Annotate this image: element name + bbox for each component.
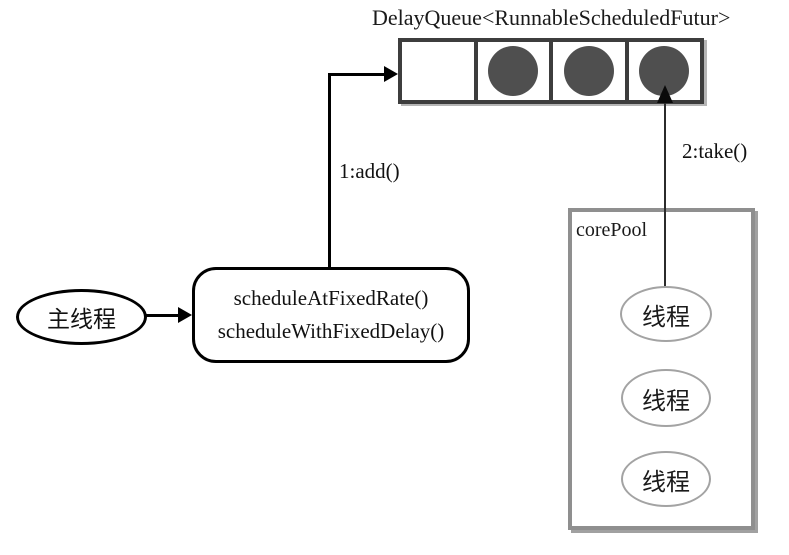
delay-queue: [398, 38, 704, 104]
thread-ellipse: 线程: [620, 286, 712, 342]
main-thread-ellipse: 主线程: [16, 289, 147, 345]
task-circle: [488, 46, 539, 96]
main-thread-arrowhead-icon: [178, 307, 192, 323]
thread-ellipse: 线程: [621, 369, 711, 427]
take-arrow-label: 2:take(): [682, 139, 748, 163]
scheduler-box: scheduleAtFixedRate() scheduleWithFixedD…: [192, 267, 470, 363]
queue-cell: [402, 42, 478, 100]
take-arrowhead-icon: [657, 85, 673, 103]
add-arrow-label: 1:add(): [339, 159, 400, 183]
scheduler-method-2: scheduleWithFixedDelay(): [217, 319, 445, 343]
add-arrow-vertical-line: [328, 73, 331, 267]
queue-cell: [478, 42, 553, 100]
add-arrow-horizontal-line: [328, 73, 386, 76]
take-arrow-line: [664, 102, 666, 287]
thread-ellipse: 线程: [621, 451, 711, 507]
delay-queue-title: DelayQueue<RunnableScheduledFutur>: [372, 5, 731, 30]
task-circle: [563, 46, 614, 96]
scheduler-method-1: scheduleAtFixedRate(): [233, 286, 429, 310]
core-pool-label: corePool: [576, 219, 648, 241]
queue-cell: [553, 42, 629, 100]
main-thread-arrow-line: [145, 314, 179, 317]
add-arrowhead-icon: [384, 66, 398, 82]
